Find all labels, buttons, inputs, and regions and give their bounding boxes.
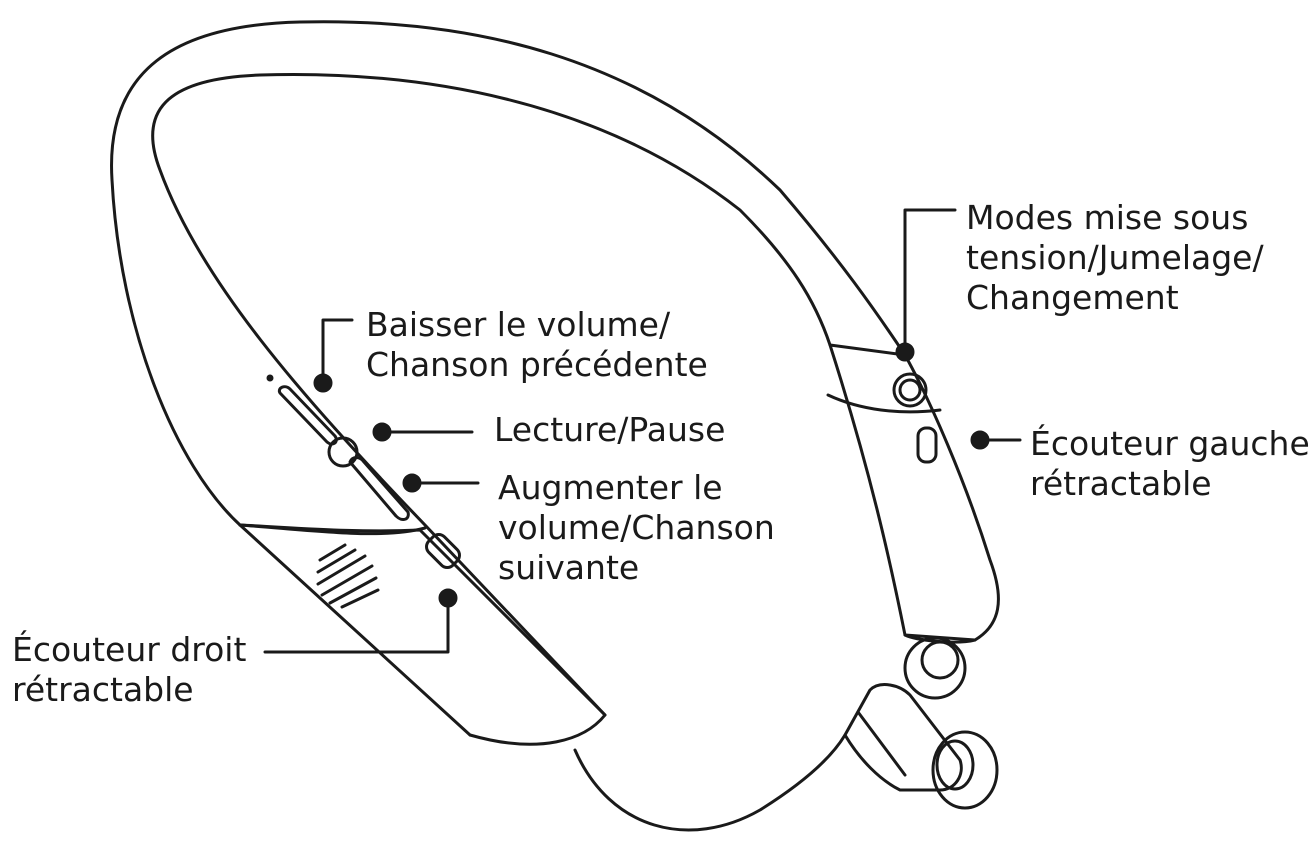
left-module-body — [828, 343, 1000, 642]
right-module-seam — [238, 523, 427, 536]
label-volume-down-line1: Baisser le volume/ — [366, 305, 671, 344]
label-play-pause-line1: Lecture/Pause — [494, 410, 726, 449]
label-left-earbud: Écouteur gauche rétractable — [1030, 424, 1310, 504]
callout-volume-up-dot — [402, 473, 422, 493]
callout-play-pause-dot — [372, 422, 392, 442]
label-volume-up-line2: volume/Chanson — [498, 508, 775, 547]
callout-volume-down-dot — [313, 373, 333, 393]
label-left-earbud-line1: Écouteur gauche — [1030, 424, 1310, 463]
left-module-seam — [826, 393, 942, 414]
left-earbud-tip — [903, 636, 967, 700]
callout-left-earbud-dot — [970, 430, 990, 450]
speaker-grille — [316, 543, 380, 609]
right-earbud-stem — [856, 710, 907, 777]
label-volume-up-line3: suivante — [498, 548, 640, 587]
earbud-cable — [573, 733, 847, 832]
right-earbud-tip — [931, 730, 999, 810]
label-volume-up-line1: Augmenter le — [498, 468, 723, 507]
callout-volume-down-line — [321, 318, 354, 385]
label-play-pause: Lecture/Pause — [494, 410, 725, 450]
label-power-pairing-line3: Changement — [966, 278, 1179, 317]
left-charge-port — [916, 426, 938, 464]
indicator-dot — [266, 374, 274, 382]
right-charge-port — [425, 533, 461, 569]
label-volume-down-line2: Chanson précédente — [366, 345, 708, 384]
power-button — [892, 372, 928, 408]
label-power-pairing: Modes mise sous tension/Jumelage/ Change… — [966, 198, 1264, 318]
right-earbud-housing — [843, 683, 963, 792]
right-earbud-tip-inner — [935, 739, 975, 791]
callout-power-dot — [895, 342, 915, 362]
label-right-earbud: Écouteur droit rétractable — [12, 630, 246, 710]
label-volume-down: Baisser le volume/ Chanson précédente — [366, 305, 708, 385]
callout-right-earbud-line — [263, 596, 450, 654]
label-volume-up: Augmenter le volume/Chanson suivante — [498, 468, 775, 588]
callout-power-line — [903, 208, 957, 354]
label-left-earbud-line2: rétractable — [1030, 464, 1212, 503]
label-right-earbud-line2: rétractable — [12, 670, 194, 709]
callout-right-earbud-dot — [438, 588, 458, 608]
callout-lines — [263, 208, 1022, 654]
label-power-pairing-line2: tension/Jumelage/ — [966, 238, 1264, 277]
label-right-earbud-line1: Écouteur droit — [12, 630, 247, 669]
power-button-inner — [898, 378, 922, 402]
neckband-inner-edge — [151, 73, 832, 717]
left-earbud-tip-inner — [920, 640, 960, 680]
label-power-pairing-line1: Modes mise sous — [966, 198, 1249, 237]
volume-up-button — [348, 456, 410, 521]
neckband-outer-edge — [110, 20, 907, 737]
play-pause-button — [327, 436, 359, 468]
